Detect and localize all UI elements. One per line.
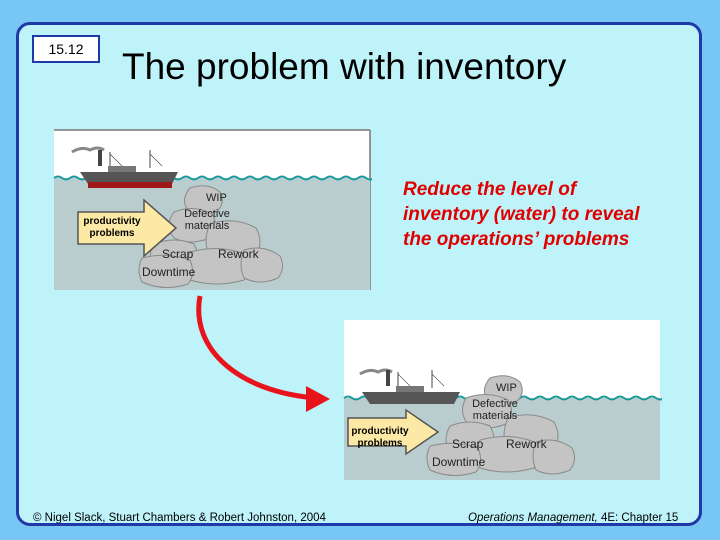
- rock-label-scrap: Scrap: [452, 437, 484, 451]
- rock-label-scrap: Scrap: [162, 247, 194, 261]
- slide-title: The problem with inventory: [122, 46, 567, 87]
- scene-top: WIP Defective materials Scrap Rework Dow…: [50, 128, 372, 292]
- rock-pile: [138, 185, 284, 288]
- chapter-label: 4E: Chapter 15: [597, 512, 679, 524]
- rock-pile: [426, 375, 576, 476]
- rock-label-wip: WIP: [206, 192, 227, 204]
- rock-label-wip: WIP: [496, 382, 517, 394]
- rock-label-downtime: Downtime: [142, 265, 196, 279]
- productivity-arrow-icon: [347, 408, 440, 456]
- ship-icon: [359, 368, 460, 404]
- book-title: Operations Management,: [468, 512, 598, 524]
- rock-label-downtime: Downtime: [432, 455, 486, 469]
- slide-number-badge: 15.12: [32, 35, 100, 63]
- rock-label-defective-materials: Defective materials: [184, 208, 230, 232]
- caption-text: Reduce the level of inventory (water) to…: [403, 179, 640, 250]
- productivity-problems-label: productivity problems: [351, 426, 409, 449]
- rock-label-rework: Rework: [218, 247, 259, 261]
- scene-bottom: WIP Defective materials Scrap Rework Dow…: [340, 318, 662, 482]
- productivity-arrow-icon: [77, 198, 178, 258]
- rock-label-defective-materials: Defective materials: [472, 398, 518, 422]
- scene-bottom-illustration: [343, 320, 662, 480]
- copyright-footer: © Nigel Slack, Stuart Chambers & Robert …: [33, 512, 326, 524]
- productivity-problems-label: productivity problems: [83, 216, 141, 239]
- book-footer: Operations Management, 4E: Chapter 15: [468, 512, 678, 524]
- ship-icon: [71, 146, 178, 188]
- rock-label-rework: Rework: [506, 437, 547, 451]
- transition-arrow-icon: [196, 295, 330, 412]
